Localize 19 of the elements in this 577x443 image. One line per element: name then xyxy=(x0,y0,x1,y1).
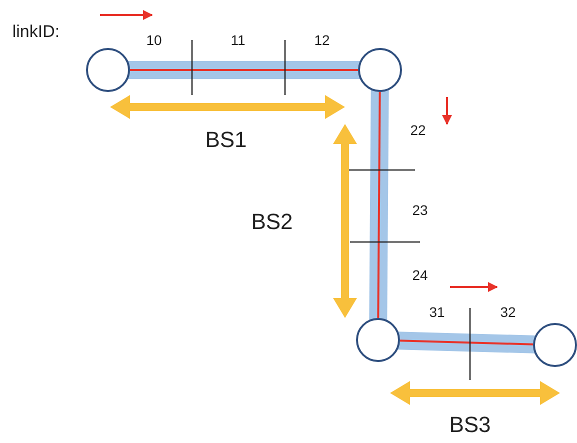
link-id: 32 xyxy=(500,304,516,320)
link-id: 24 xyxy=(412,267,428,283)
junction-circle xyxy=(356,318,400,362)
section-label: BS1 xyxy=(205,127,247,153)
link-line xyxy=(130,69,358,71)
link-id: 23 xyxy=(412,202,428,218)
section-label: BS3 xyxy=(449,412,491,438)
junction-circle xyxy=(86,48,130,92)
link-line xyxy=(377,92,381,318)
link-label: linkID: xyxy=(12,22,60,42)
link-id: 31 xyxy=(429,304,445,320)
link-line xyxy=(400,340,534,346)
link-id: 22 xyxy=(410,122,426,138)
section-label: BS2 xyxy=(251,209,293,235)
link-id: 10 xyxy=(146,32,162,48)
link-id: 12 xyxy=(314,32,330,48)
junction-circle xyxy=(358,48,402,92)
junction-circle xyxy=(533,323,577,367)
link-id: 11 xyxy=(230,32,246,48)
